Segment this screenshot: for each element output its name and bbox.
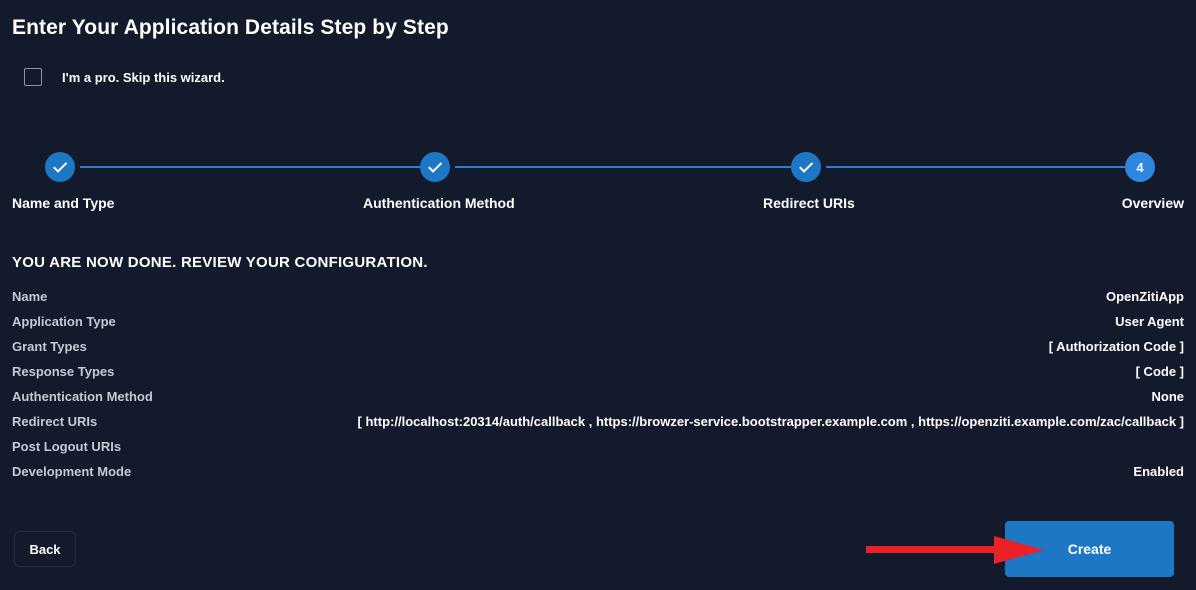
table-row: Post Logout URIs (12, 439, 1184, 464)
check-icon (52, 158, 67, 173)
skip-wizard-row: I'm a pro. Skip this wizard. (24, 68, 225, 86)
table-row: Authentication Method None (12, 389, 1184, 414)
summary-label: Name (12, 289, 48, 304)
summary-value: [ Code ] (1135, 364, 1184, 379)
stepper-connector-1 (80, 166, 420, 168)
page-title: Enter Your Application Details Step by S… (12, 16, 449, 39)
table-row: Application Type User Agent (12, 314, 1184, 339)
stepper-connector-2 (455, 166, 791, 168)
table-row: Name OpenZitiApp (12, 289, 1184, 314)
summary-value: [ Authorization Code ] (1048, 339, 1184, 354)
stepper-label-overview: Overview (1121, 195, 1184, 211)
summary-label: Redirect URIs (12, 414, 98, 429)
summary-label: Response Types (12, 364, 115, 379)
summary-value: Enabled (1133, 464, 1184, 479)
stepper-circle-name-and-type[interactable] (45, 152, 75, 182)
check-icon (798, 158, 813, 173)
wizard-stepper: 4 Name and Type Authentication Method Re… (0, 152, 1196, 214)
table-row: Grant Types [ Authorization Code ] (12, 339, 1184, 364)
check-icon (427, 158, 442, 173)
stepper-circle-redirect-uris[interactable] (791, 152, 821, 182)
step-number: 4 (1136, 159, 1144, 175)
back-button[interactable]: Back (14, 531, 76, 567)
table-row: Redirect URIs [ http://localhost:20314/a… (12, 414, 1184, 439)
stepper-connector-3 (826, 166, 1125, 168)
review-heading: YOU ARE NOW DONE. REVIEW YOUR CONFIGURAT… (12, 254, 428, 271)
stepper-label-name-and-type: Name and Type (12, 195, 115, 211)
summary-label: Application Type (12, 314, 116, 329)
create-button[interactable]: Create (1005, 521, 1174, 577)
stepper-label-authentication-method: Authentication Method (363, 195, 515, 211)
summary-value: User Agent (1115, 314, 1184, 329)
table-row: Development Mode Enabled (12, 464, 1184, 489)
summary-label: Post Logout URIs (12, 439, 122, 454)
stepper-track: 4 Name and Type Authentication Method Re… (0, 152, 1196, 211)
summary-label: Authentication Method (12, 389, 153, 404)
configuration-summary: Name OpenZitiApp Application Type User A… (12, 289, 1184, 489)
stepper-circle-overview[interactable]: 4 (1125, 152, 1155, 182)
skip-wizard-checkbox[interactable] (24, 68, 42, 86)
summary-label: Grant Types (12, 339, 87, 354)
summary-value: OpenZitiApp (1106, 289, 1184, 304)
skip-wizard-label: I'm a pro. Skip this wizard. (62, 69, 225, 85)
stepper-circle-authentication-method[interactable] (420, 152, 450, 182)
summary-value: [ http://localhost:20314/auth/callback ,… (357, 414, 1184, 429)
stepper-label-redirect-uris: Redirect URIs (763, 195, 855, 211)
summary-value: None (1151, 389, 1185, 404)
table-row: Response Types [ Code ] (12, 364, 1184, 389)
summary-label: Development Mode (12, 464, 132, 479)
